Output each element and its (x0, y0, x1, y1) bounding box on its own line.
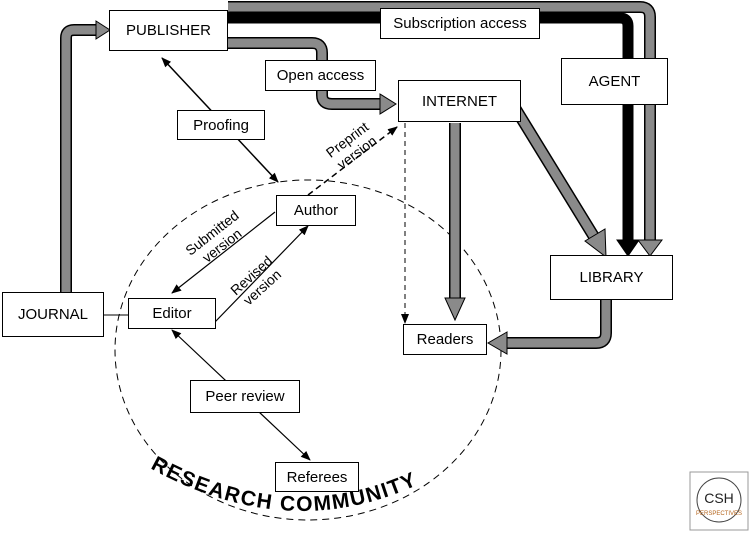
revised-version-label: Revised version (227, 252, 284, 308)
svg-text:PERSPECTIVES: PERSPECTIVES (696, 511, 742, 517)
csh-perspectives-logo: CSH PERSPECTIVES (689, 471, 749, 531)
proofing-label: Proofing (177, 110, 265, 140)
referees-node: Referees (275, 462, 359, 492)
peer-review-label: Peer review (190, 380, 300, 413)
readers-node: Readers (403, 324, 487, 355)
journal-to-publisher-arrow (60, 24, 98, 292)
editor-node: Editor (128, 298, 216, 329)
agent-node: AGENT (561, 58, 668, 105)
author-node: Author (276, 195, 356, 226)
submitted-version-label: Submitted version (182, 207, 244, 266)
svg-text:CSH: CSH (704, 490, 734, 506)
revised-version-arrow (214, 225, 309, 323)
preprint-arrow (307, 126, 398, 196)
subscription-black-arrow (228, 12, 634, 242)
internet-node: INTERNET (398, 80, 521, 122)
journal-node: JOURNAL (2, 292, 104, 337)
library-to-readers-arrow (505, 299, 612, 349)
open-access-label: Open access (265, 60, 376, 91)
publisher-node: PUBLISHER (109, 10, 228, 51)
library-node: LIBRARY (550, 255, 673, 300)
preprint-label: Preprint version (323, 118, 380, 172)
submitted-version-arrow (171, 211, 276, 294)
subscription-access-label: Subscription access (380, 8, 540, 39)
